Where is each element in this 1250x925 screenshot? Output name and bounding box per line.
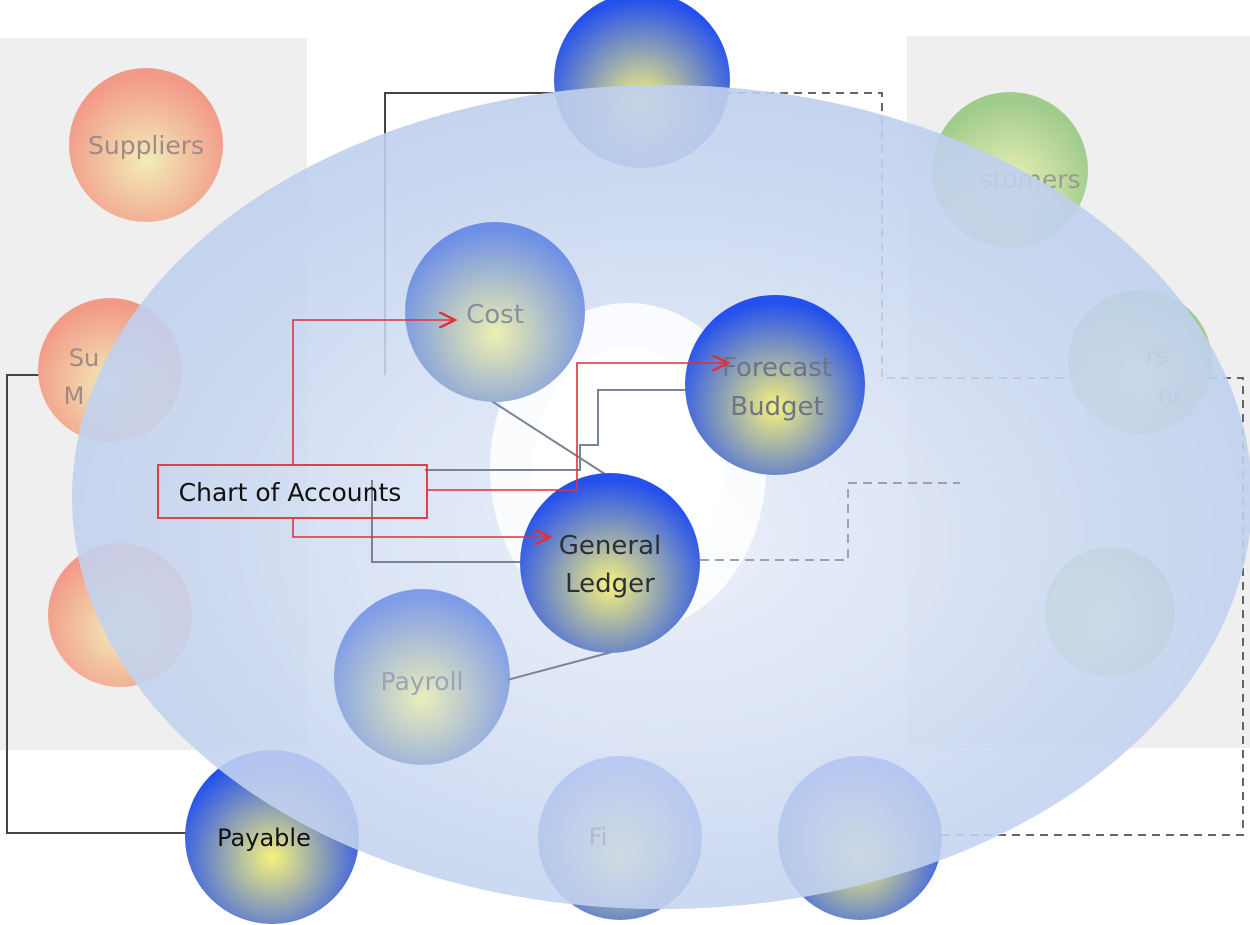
cost-node[interactable]	[405, 222, 585, 402]
general-ledger-label-a: General	[559, 531, 661, 561]
suppliers-node[interactable]	[69, 68, 223, 222]
general-ledger-label-b: Ledger	[565, 569, 655, 599]
chart-of-accounts-arrows	[292, 320, 728, 537]
chart-of-accounts-label: Chart of Accounts	[179, 478, 402, 507]
suppliers-management-label-a: Su	[69, 344, 99, 372]
forecast-budget-label-b: Budget	[730, 392, 824, 422]
suppliers-label: Suppliers	[88, 131, 204, 160]
inner-connectors	[371, 389, 960, 681]
payroll-label: Payroll	[381, 667, 464, 696]
general-ledger-node[interactable]	[520, 473, 700, 653]
chart-of-accounts-box[interactable]	[157, 464, 428, 519]
forecast-budget-label-a: Forecast	[722, 353, 832, 383]
payroll-node[interactable]	[334, 589, 510, 765]
forecast-budget-node[interactable]	[685, 295, 865, 475]
bottom-center-label: Fi	[589, 823, 608, 851]
payables-label: Payable	[217, 824, 311, 852]
suppliers-management-label-b: M	[64, 382, 85, 410]
cost-label: Cost	[466, 300, 524, 330]
